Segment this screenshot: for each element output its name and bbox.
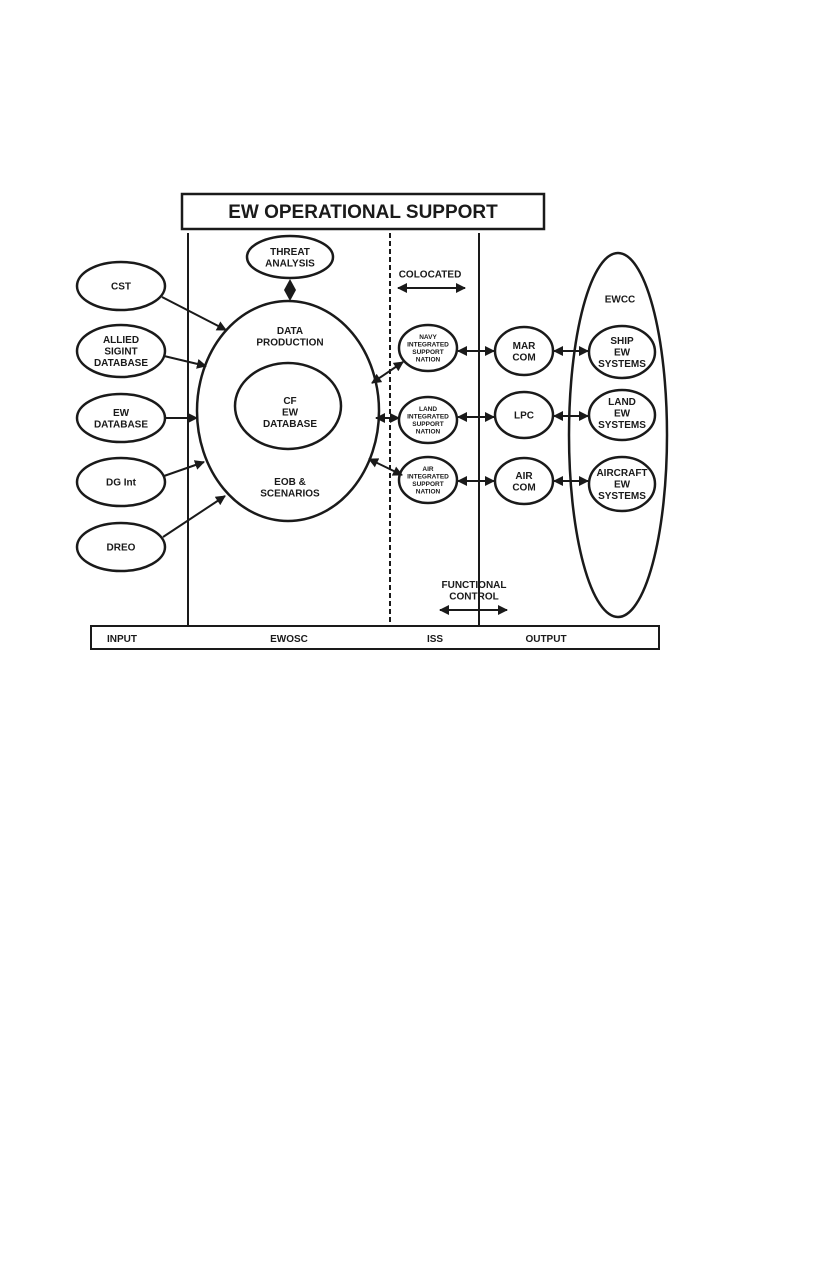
band-iss: ISS: [427, 634, 443, 645]
arrow-main-navy: [371, 361, 404, 384]
dreo-ellipse: [75, 521, 167, 573]
ship-ew-systems-label-line: EW: [614, 348, 631, 359]
aircraft-ew-ellipse: [587, 455, 657, 513]
band-output: OUTPUT: [525, 634, 566, 645]
cf-ew-database-label-line: CF: [283, 396, 296, 407]
allied-sigint-ellipse: [75, 323, 167, 379]
allied-sigint-database-label-line: SIGINT: [104, 347, 137, 358]
aircraft-ew-systems-label-line: EW: [614, 480, 631, 491]
arrow-dg-int: [163, 460, 205, 477]
title-box: [180, 192, 546, 231]
ew-database-label-line: DATABASE: [94, 419, 148, 430]
air-isn-label-line: AIR: [422, 466, 434, 473]
arrow-cst: [161, 296, 227, 331]
navy-isn-label-line: NAVY: [419, 334, 437, 341]
allied-sigint-database-label-line: ALLIED: [103, 335, 139, 346]
land-ew-systems-label-line: LAND: [608, 397, 636, 408]
aircraft-ew-systems-label-line: SYSTEMS: [598, 491, 646, 502]
cst-ellipse: [75, 260, 167, 312]
ewcc-label: EWCC: [605, 295, 636, 306]
navy-isn-label-line: SUPPORT: [412, 349, 443, 356]
land-isn-label-line: SUPPORT: [412, 421, 443, 428]
arrow-allied: [163, 355, 207, 369]
threat-analysis-label-line: ANALYSIS: [265, 258, 315, 269]
allied-sigint-database-label-line: DATABASE: [94, 358, 148, 369]
dg-int-label-line: DG Int: [106, 478, 137, 489]
land-isn-label-line: LAND: [419, 406, 437, 413]
eob-scenarios-label-line: EOB &: [274, 477, 306, 488]
air-isn-label-line: SUPPORT: [412, 481, 443, 488]
lpc-label-line: LPC: [514, 411, 534, 422]
cf-ew-database-ellipse: [233, 361, 343, 451]
cf-ew-database-label-line: EW: [282, 408, 299, 419]
air-isn-label-line: INTEGRATED: [407, 474, 449, 481]
arrow-dreo: [162, 495, 226, 538]
ship-ew-systems-label-line: SHIP: [610, 336, 634, 347]
land-isn-label-line: NATION: [416, 429, 441, 436]
dg-int-ellipse: [75, 456, 167, 508]
air-com-label-line: AIR: [515, 471, 533, 482]
lpc-label: LPC: [514, 411, 534, 422]
land-ew-ellipse: [587, 388, 657, 442]
dreo-label-line: DREO: [107, 543, 136, 554]
navy-isn-label-line: NATION: [416, 357, 441, 364]
band-input: INPUT: [107, 634, 137, 645]
land-ew-systems-label-line: EW: [614, 409, 631, 420]
band-ewosc: EWOSC: [270, 634, 308, 645]
dreo-label: DREO: [107, 543, 136, 554]
cf-ew-database-label-line: DATABASE: [263, 419, 317, 430]
land-ew-systems-label-line: SYSTEMS: [598, 420, 646, 431]
threat-analysis-ellipse: [245, 234, 335, 280]
threat-analysis-label-line: THREAT: [270, 247, 310, 258]
colocated-label: COLOCATED: [399, 270, 462, 281]
air-isn-label-line: NATION: [416, 489, 441, 496]
dg-int-label: DG Int: [106, 478, 137, 489]
ship-ew-systems-label-line: SYSTEMS: [598, 359, 646, 370]
colocated-label-line: COLOCATED: [399, 270, 462, 281]
data-production-label-line: PRODUCTION: [256, 337, 323, 348]
navy-isn-label-line: INTEGRATED: [407, 342, 449, 349]
data-production-label-line: DATA: [277, 326, 303, 337]
arrow-main-air: [368, 458, 403, 476]
functional-control-label-line: CONTROL: [449, 591, 498, 602]
ew-database-label-line: EW: [113, 408, 130, 419]
threat-connector-diamond: [284, 279, 296, 301]
land-isn-label-line: INTEGRATED: [407, 414, 449, 421]
diagram-title: EW OPERATIONAL SUPPORT: [228, 202, 498, 223]
mar-com-label-line: COM: [512, 352, 535, 363]
ship-ew-ellipse: [587, 324, 657, 380]
bottom-band: [90, 625, 660, 650]
air-com-label-line: COM: [512, 482, 535, 493]
mar-com-label-line: MAR: [513, 341, 537, 352]
cst-label-line: CST: [111, 282, 131, 293]
aircraft-ew-systems-label-line: AIRCRAFT: [596, 468, 647, 479]
eob-scenarios-label-line: SCENARIOS: [260, 488, 320, 499]
ewcc-label-line: EWCC: [605, 295, 636, 306]
functional-control-label-line: FUNCTIONAL: [442, 580, 507, 591]
cst-label: CST: [111, 282, 131, 293]
eob-scenarios-label: EOB &SCENARIOS: [260, 477, 320, 500]
